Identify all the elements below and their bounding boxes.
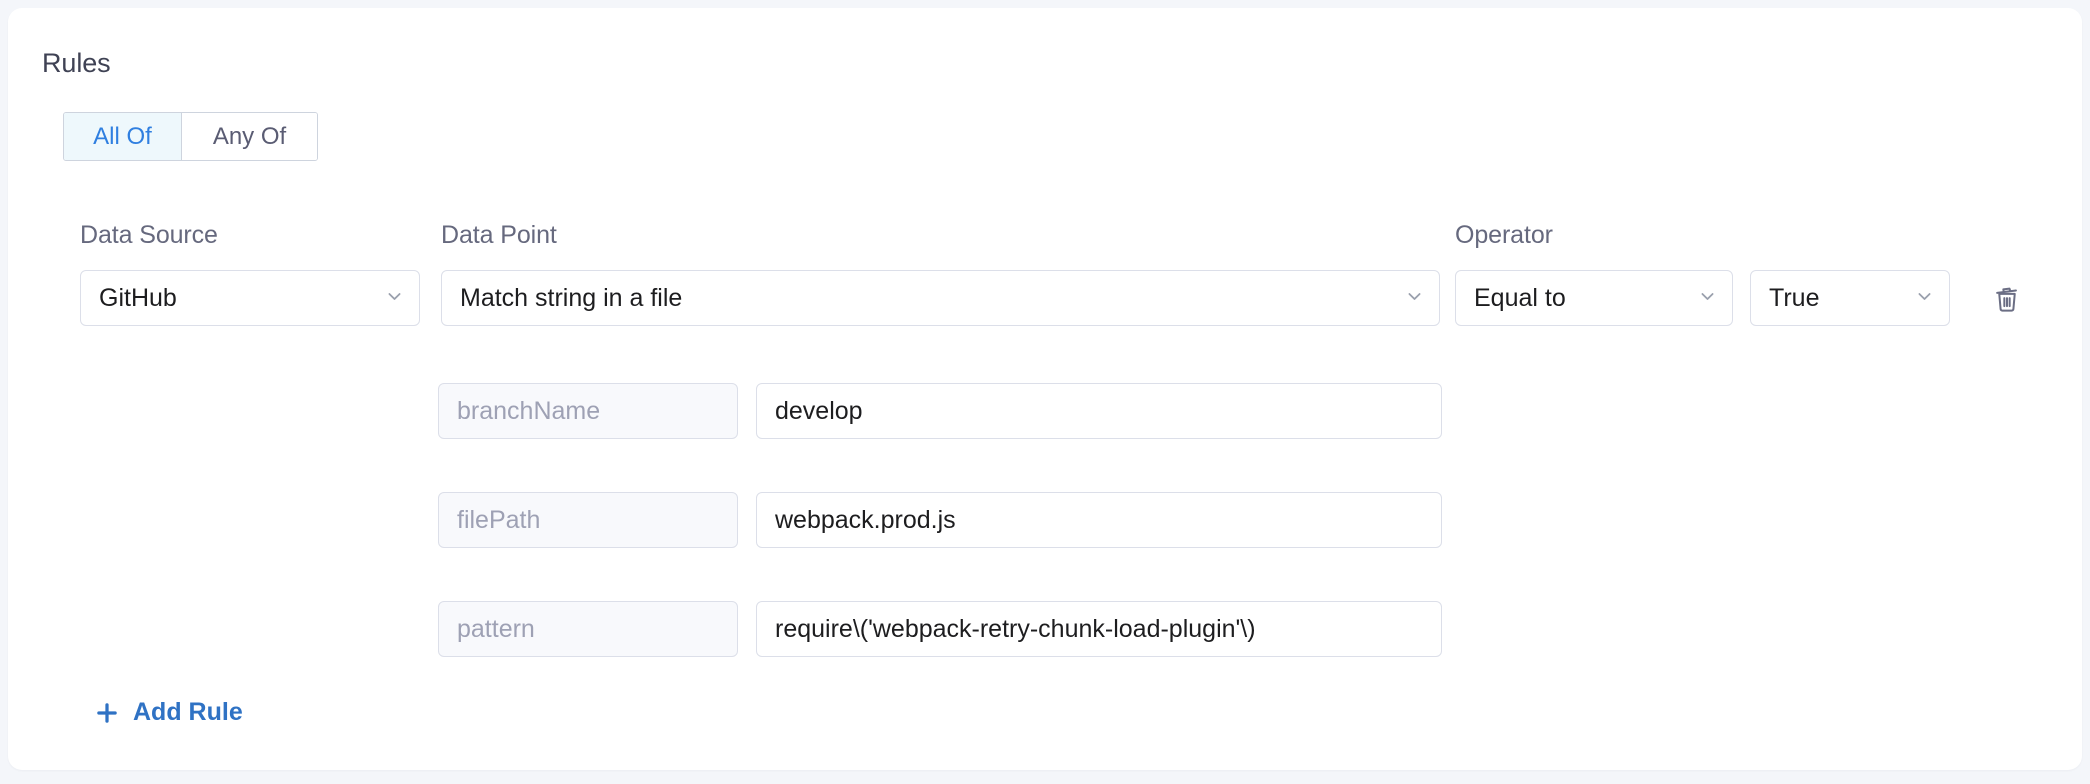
chevron-down-icon (1699, 288, 1716, 305)
operator-comparison-select[interactable]: True (1750, 270, 1950, 326)
plus-icon (94, 700, 120, 726)
rules-card: Rules All Of Any Of Data Source Data Poi… (8, 8, 2082, 770)
operator-comparison-value: True (1769, 283, 1820, 312)
add-rule-label: Add Rule (133, 698, 243, 726)
page-title: Rules (42, 48, 111, 78)
add-rule-button[interactable]: Add Rule (94, 698, 243, 727)
data-source-label: Data Source (80, 221, 218, 249)
match-mode-segmented-control[interactable]: All Of Any Of (63, 112, 318, 161)
segment-all-of[interactable]: All Of (64, 113, 182, 160)
param-key-field[interactable]: filePath (438, 492, 738, 548)
param-value-field[interactable]: develop (756, 383, 1442, 439)
param-value-field[interactable]: webpack.prod.js (756, 492, 1442, 548)
chevron-down-icon (386, 288, 403, 305)
data-source-value: GitHub (99, 283, 177, 312)
operator-select[interactable]: Equal to (1455, 270, 1733, 326)
param-key-field[interactable]: branchName (438, 383, 738, 439)
param-key-field[interactable]: pattern (438, 601, 738, 657)
chevron-down-icon (1916, 288, 1933, 305)
param-value-field[interactable]: require\('webpack-retry-chunk-load-plugi… (756, 601, 1442, 657)
data-point-value: Match string in a file (460, 283, 683, 312)
segment-any-of[interactable]: Any Of (182, 113, 317, 160)
operator-value: Equal to (1474, 283, 1566, 312)
delete-rule-button[interactable] (1987, 280, 2027, 320)
data-point-select[interactable]: Match string in a file (441, 270, 1440, 326)
operator-label: Operator (1455, 221, 1553, 249)
trash-icon (1991, 283, 2023, 318)
data-source-select[interactable]: GitHub (80, 270, 420, 326)
data-point-label: Data Point (441, 221, 557, 249)
chevron-down-icon (1406, 288, 1423, 305)
